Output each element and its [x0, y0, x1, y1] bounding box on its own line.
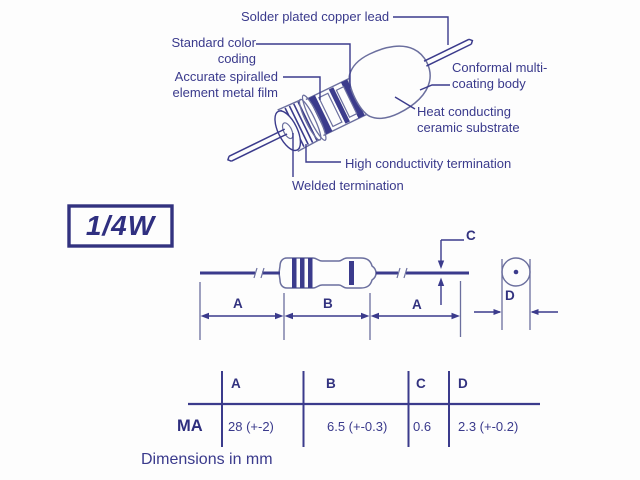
table-value-a: 28 (+-2) — [228, 419, 274, 434]
film-window — [318, 92, 343, 128]
dim-letter-a-left: A — [233, 296, 243, 311]
dimensions-unit-note: Dimensions in mm — [141, 451, 273, 468]
table-value-b: 6.5 (+-0.3) — [327, 419, 388, 434]
dim-letter-b: B — [323, 296, 333, 311]
table-header-a: A — [231, 376, 241, 391]
resistor-body — [348, 45, 431, 120]
label-spiralled-metal-film: Accurate spiralled element metal film — [172, 69, 278, 100]
table-value-c: 0.6 — [413, 419, 432, 434]
label-solder-plated-copper-lead: Solder plated copper lead — [241, 9, 390, 24]
label-welded-termination: Welded termination — [292, 178, 404, 193]
power-rating-box-border — [67, 204, 174, 248]
coating-lip — [301, 94, 327, 141]
label-ceramic-substrate: Heat conducting ceramic substrate — [417, 104, 520, 135]
film-window — [335, 85, 358, 119]
lead-left — [227, 128, 288, 162]
table-header-b: B — [326, 376, 336, 391]
label-conformal-coating-body: Conformal multi- coating body — [452, 60, 548, 91]
dimension-drawing — [199, 239, 558, 340]
dim-letter-d: D — [505, 288, 515, 303]
label-high-conductivity-termination: High conductivity termination — [345, 156, 512, 171]
table-header-c: C — [416, 376, 426, 391]
table-row-label: MA — [177, 417, 203, 435]
dim-letter-a-right: A — [412, 297, 422, 312]
power-rating-badge: 1/4W — [85, 210, 156, 241]
leader-lines — [256, 16, 450, 177]
label-standard-color-coding: Standard color coding — [171, 35, 256, 66]
lead-right — [423, 38, 474, 67]
dim-letter-c: C — [466, 228, 476, 243]
table-header-d: D — [458, 376, 468, 391]
resistor-cutaway-illustration — [227, 38, 474, 162]
table-value-d: 2.3 (+-0.2) — [458, 419, 519, 434]
